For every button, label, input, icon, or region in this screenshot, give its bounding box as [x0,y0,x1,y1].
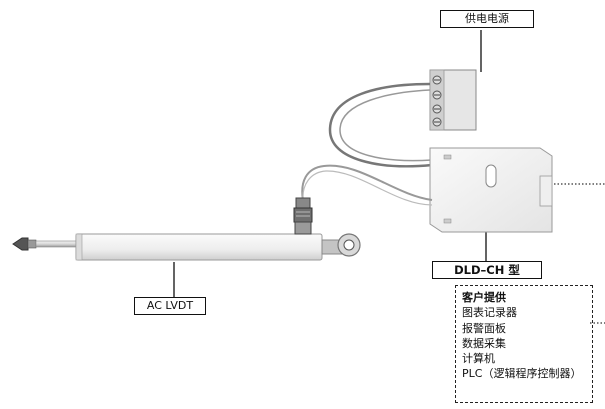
lvdt-probe [12,237,79,251]
customer-item: 报警面板 [462,321,506,335]
customer-item: 图表记录器 [462,306,517,320]
customer-item-list: 图表记录器 报警面板 数据采集 计算机 PLC（逻辑程序控制器） [462,305,592,381]
power-supply-label: 供电电源 [440,10,534,28]
customer-supplied-box: 客户提供 图表记录器 报警面板 数据采集 计算机 PLC（逻辑程序控制器） [455,285,593,403]
terminal-block [429,69,477,131]
lvdt-signal-cable [301,164,433,206]
dld-ch-module [429,147,553,233]
customer-item: PLC（逻辑程序控制器） [462,367,582,381]
rod-end-eye [321,233,361,257]
power-cable [328,82,433,168]
customer-item: 数据采集 [462,336,506,350]
lvdt-label: AC LVDT [134,297,206,315]
customer-box-title: 客户提供 [462,291,506,304]
model-label: DLD–CH 型 [432,261,542,279]
lvdt-body [75,233,323,261]
customer-item: 计算机 [462,352,495,366]
lvdt-connector [293,197,313,235]
